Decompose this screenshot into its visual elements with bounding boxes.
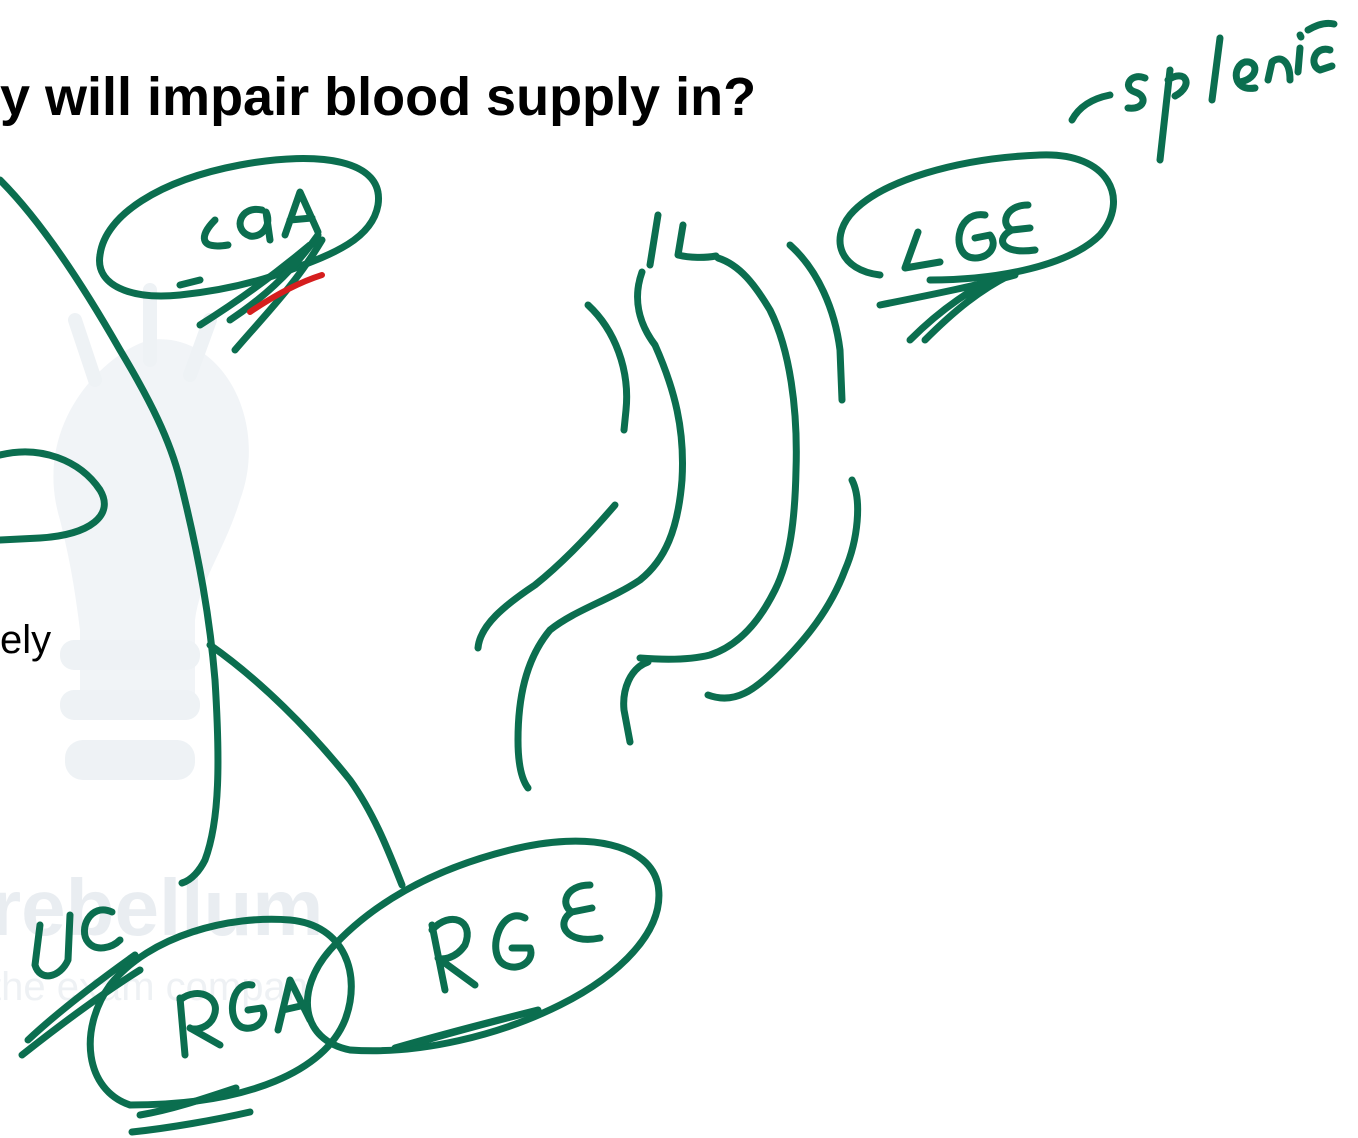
watermark-brand: rebellum: [0, 863, 323, 952]
curvature-stroke-6: [474, 501, 619, 652]
uc-label: [31, 906, 124, 980]
red-cut-mark: [247, 272, 325, 315]
curvature-stroke-1: [584, 301, 631, 434]
rge-label: [428, 881, 604, 994]
curvature-stroke-5: [704, 476, 862, 702]
bulb-icon: [53, 283, 249, 780]
rga-circle: [86, 915, 355, 1109]
lge-label: [901, 201, 1039, 272]
curvature-stroke-3: [636, 254, 800, 663]
curvature-stroke-4: [786, 241, 846, 404]
il-label: [646, 211, 720, 269]
lga-hatch-marks: [176, 231, 326, 354]
curvature-stroke-7: [620, 658, 652, 746]
question-title: y will impair blood supply in?: [0, 67, 757, 127]
stomach-outline-stroke: [0, 176, 222, 887]
uc-hatch-marks: [18, 951, 144, 1059]
rge-circle: [304, 837, 663, 1055]
option-text-fragment: ely: [0, 618, 52, 662]
left-organ-outline: [0, 448, 108, 544]
rga-label: [176, 976, 314, 1059]
lge-circle: [836, 151, 1117, 284]
splenic-label: [1068, 19, 1338, 164]
curvature-stroke-2: [514, 268, 686, 792]
rga-underline: [128, 1084, 254, 1136]
gastroepiploic-line: [206, 641, 406, 889]
rge-underline: [391, 1006, 542, 1052]
lge-hatch-marks: [876, 271, 1019, 344]
lga-label: [200, 188, 322, 250]
